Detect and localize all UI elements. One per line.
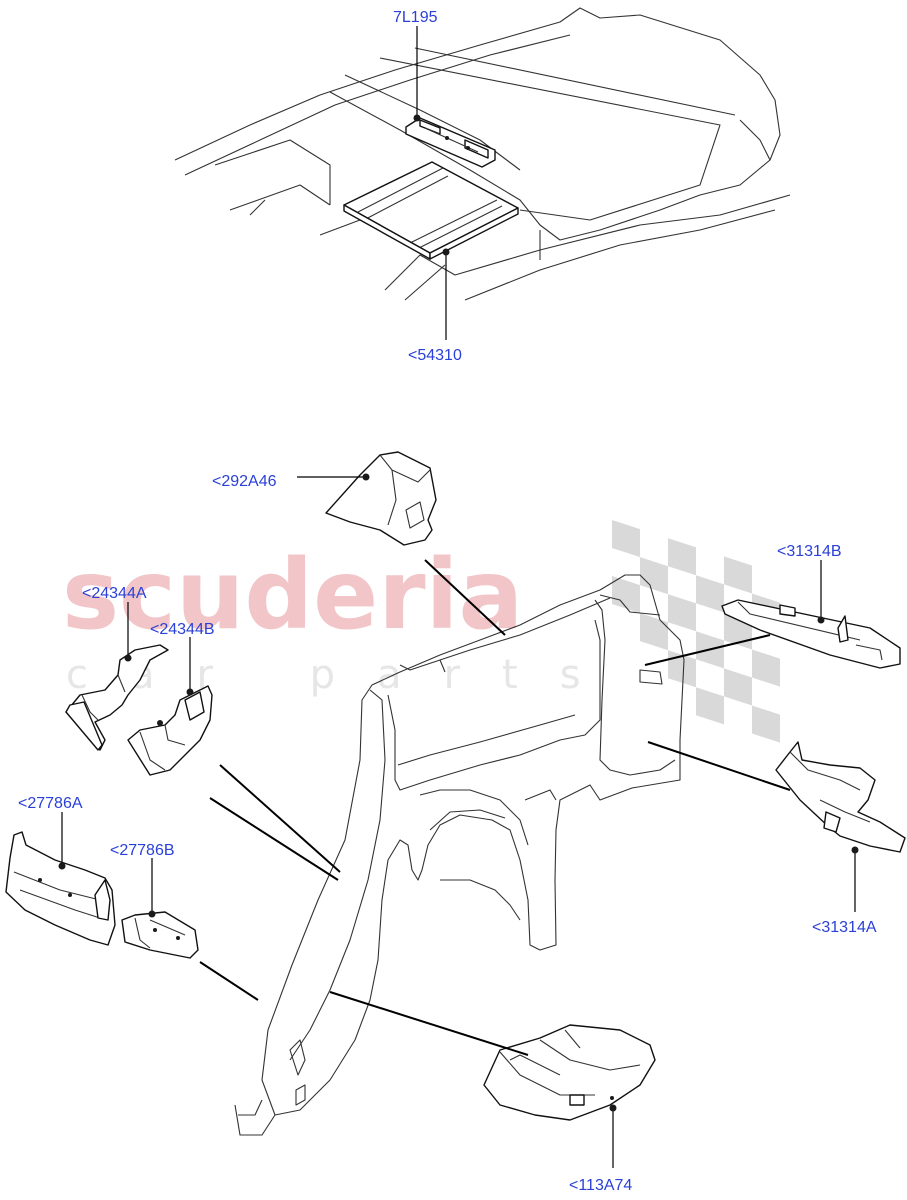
part-54310-insulation-pad[interactable] [343,161,519,260]
part-113A74-floor-tray[interactable] [483,1024,656,1121]
callout-113A74[interactable]: <113A74 [569,1177,632,1194]
callout-292A46[interactable]: <292A46 [212,473,277,490]
part-27786B-duct[interactable] [121,911,199,959]
callout-54310[interactable]: <54310 [408,347,462,364]
callout-27786A[interactable]: <27786A [18,795,83,812]
watermark-brand: scuderia [62,539,523,651]
callout-leaders [58,26,859,1168]
part-31314A-rail-trim[interactable] [775,741,906,853]
callout-24344B[interactable]: <24344B [150,621,215,638]
part-292A46-trim-bracket[interactable] [325,451,437,546]
roof-panel-outline [174,7,791,301]
part-27786A-duct[interactable] [5,831,116,946]
callout-31314A[interactable]: <31314A [812,919,877,936]
callout-31314B[interactable]: <31314B [777,543,842,560]
checkered-flag-icon [612,520,780,743]
body-side-panel-outline [234,574,685,1136]
callout-labels: 7L195 <54310 <292A46 <31314B <24344A <24… [18,9,877,1194]
part-24344B-bracket[interactable] [127,685,213,776]
assembly-pointer-lines [199,559,791,1056]
part-24344A-bracket[interactable] [65,644,169,751]
part-31314B-rail-trim[interactable] [721,599,901,669]
callout-7L195[interactable]: 7L195 [393,9,438,26]
callout-24344A[interactable]: <24344A [82,585,147,602]
callout-27786B[interactable]: <27786B [110,842,175,859]
